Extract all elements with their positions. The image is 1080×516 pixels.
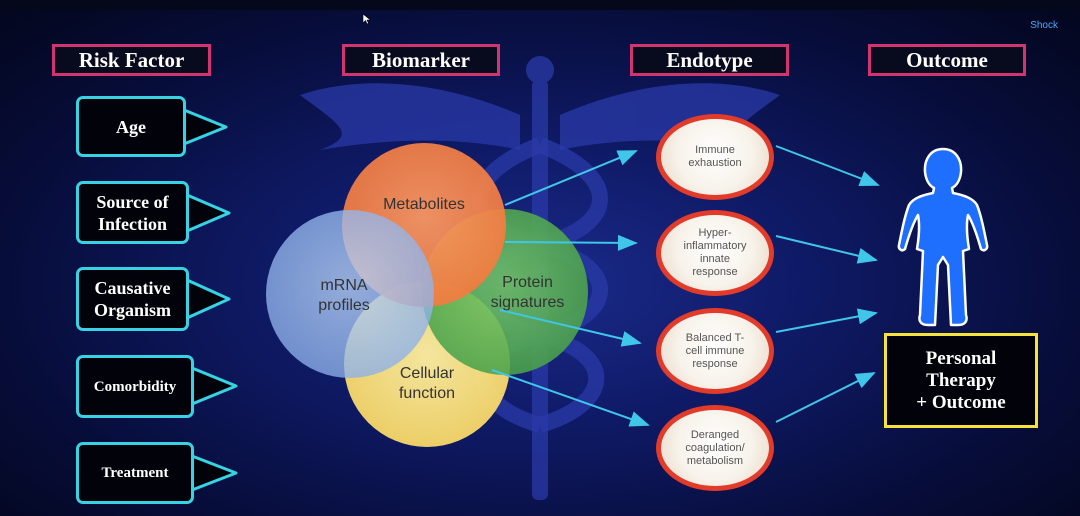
endotype-text: Hyper- — [698, 227, 732, 239]
corner-label: Shock — [1030, 20, 1058, 31]
endotype-text: innate — [700, 253, 730, 265]
endotype-text: exhaustion — [688, 157, 742, 169]
venn-label-metabolites: Metabolites — [364, 195, 484, 215]
mouse-cursor-icon — [363, 14, 371, 24]
endotype-circle-2: Hyper- inflammatory innate response — [656, 210, 774, 296]
header-outcome: Outcome — [868, 44, 1026, 76]
risk-factor-label: Causative — [94, 278, 171, 298]
endotype-circle-1: Immune exhaustion — [656, 114, 774, 200]
header-risk-factor: Risk Factor — [52, 44, 211, 76]
arrow-biomarker-3 — [499, 309, 642, 347]
outcome-line-3: + Outcome — [916, 391, 1006, 413]
top-bar — [0, 0, 1080, 10]
risk-factor-label-2: Organism — [93, 300, 171, 320]
endotype-circle-3: Balanced T- cell immune response — [656, 308, 774, 394]
venn-label-cellular-1: Cellular — [399, 365, 455, 382]
endotype-text: Deranged — [690, 428, 740, 441]
endotype-text: response — [692, 266, 738, 278]
endotype-text: coagulation/ — [685, 441, 745, 454]
risk-factor-age: Age — [76, 96, 186, 157]
header-endotype: Endotype — [630, 44, 789, 76]
risk-factor-treatment: Treatment — [76, 442, 194, 504]
endotype-text: Balanced T- — [685, 331, 745, 344]
header-biomarker: Biomarker — [342, 44, 500, 76]
venn-label-protein-1: Protein — [502, 274, 553, 291]
endotype-text: Immune — [695, 144, 735, 156]
arrow-endotype-4 — [775, 372, 876, 423]
arrow-biomarker-2 — [504, 234, 638, 251]
endotype-text: response — [692, 357, 738, 370]
outcome-line-1: Personal — [925, 347, 997, 369]
arrow-biomarker-1 — [504, 150, 638, 206]
venn-label-mrna-1: mRNA — [320, 277, 368, 294]
venn-label-protein: Protein signatures — [470, 273, 585, 313]
venn-label-mrna-2: profiles — [318, 297, 370, 314]
endotype-text: metabolism — [686, 454, 744, 467]
venn-label-protein-2: signatures — [490, 294, 565, 311]
risk-factor-label: Treatment — [101, 465, 169, 481]
venn-circle-mrna — [266, 210, 434, 378]
endotype-text: inflammatory — [683, 240, 747, 252]
risk-factor-label-2: Infection — [97, 213, 167, 234]
risk-factor-label: Age — [116, 116, 146, 137]
outcome-box: Personal Therapy + Outcome — [884, 333, 1038, 428]
venn-label-metabolites-text: Metabolites — [383, 196, 465, 213]
arrow-endotype-2 — [775, 235, 878, 264]
arrow-endotype-3 — [775, 308, 878, 333]
arrow-endotype-1 — [775, 145, 880, 187]
endotype-text: cell immune — [685, 344, 745, 357]
endotype-circle-4: Deranged coagulation/ metabolism — [656, 405, 774, 491]
venn-label-cellular: Cellular function — [372, 364, 482, 404]
venn-label-cellular-2: function — [398, 385, 456, 402]
risk-factor-comorbidity: Comorbidity — [76, 355, 194, 418]
risk-factor-label: Source of — [96, 191, 169, 212]
risk-factor-label: Comorbidity — [93, 378, 177, 395]
arrow-biomarker-4 — [491, 369, 650, 427]
venn-label-mrna: mRNA profiles — [289, 276, 399, 316]
outcome-line-2: Therapy — [926, 369, 996, 391]
person-icon — [897, 147, 989, 327]
